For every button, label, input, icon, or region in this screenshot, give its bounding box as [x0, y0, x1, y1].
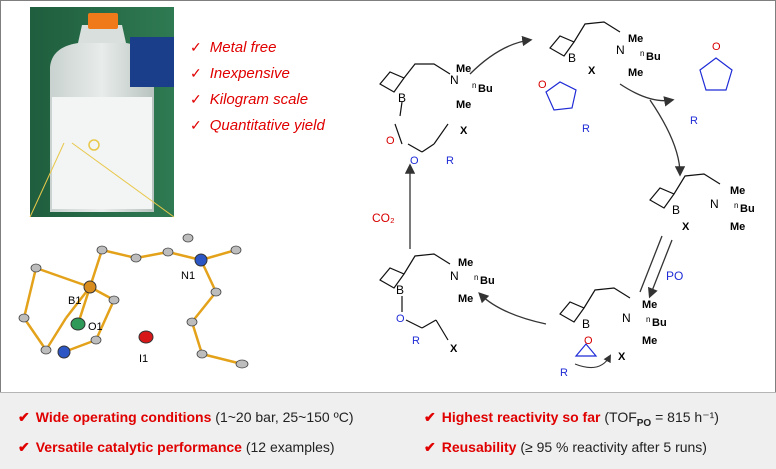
svg-text:B: B [398, 91, 406, 105]
svg-text:Me: Me [628, 33, 643, 45]
svg-text:N: N [616, 43, 625, 57]
svg-text:B: B [582, 317, 590, 331]
svg-text:n: n [472, 81, 476, 90]
svg-text:X: X [618, 351, 626, 363]
check-icon: ✓ [190, 65, 202, 81]
svg-text:Me: Me [730, 185, 745, 197]
svg-text:X: X [450, 343, 458, 355]
feature-item: ✓Inexpensive [190, 65, 290, 82]
svg-text:Me: Me [456, 63, 471, 75]
check-icon: ✓ [190, 39, 202, 55]
svg-text:Bu: Bu [480, 275, 495, 287]
svg-text:N: N [622, 311, 631, 325]
atom-label-n1: N1 [181, 270, 195, 282]
svg-text:N: N [450, 73, 459, 87]
crystal-structure: B1 O1 N1 I1 [18, 233, 249, 369]
arrow-right [649, 99, 686, 177]
svg-text:B: B [396, 283, 404, 297]
feature-list: ✓Metal free ✓Inexpensive ✓Kilogram scale… [190, 36, 325, 140]
svg-text:Me: Me [642, 335, 657, 347]
svg-text:N: N [450, 269, 459, 283]
svg-text:R: R [446, 155, 454, 167]
svg-text:B: B [672, 203, 680, 217]
svg-text:n: n [646, 315, 650, 324]
svg-text:R: R [690, 115, 698, 127]
svg-text:Me: Me [456, 99, 471, 111]
highlights-panel: ✔Wide operating conditions (1~20 bar, 25… [0, 392, 776, 469]
svg-text:Me: Me [628, 67, 643, 79]
highlight-item: ✔Versatile catalytic performance (12 exa… [18, 439, 335, 455]
atom-label-i1: I1 [139, 353, 148, 365]
arrow-po-down [648, 239, 673, 299]
po-label: PO [666, 269, 683, 283]
svg-text:Bu: Bu [740, 203, 755, 215]
atom-label-b1: B1 [68, 295, 81, 307]
svg-text:Me: Me [458, 293, 473, 305]
feature-item: ✓Metal free [190, 39, 277, 56]
svg-text:n: n [640, 49, 644, 58]
svg-text:Me: Me [458, 257, 473, 269]
svg-text:O: O [410, 155, 419, 167]
highlight-item: ✔Wide operating conditions (1~20 bar, 25… [18, 409, 354, 425]
svg-text:n: n [734, 201, 738, 210]
svg-text:O: O [396, 313, 405, 325]
atom-label-o1: O1 [88, 321, 103, 333]
feature-item: ✓Kilogram scale [190, 91, 309, 108]
highlight-item: ✔Reusability (≥ 95 % reactivity after 5 … [424, 439, 707, 455]
arrow-top [469, 35, 533, 75]
svg-text:B: B [568, 51, 576, 65]
catalytic-cycle: B N Me n Bu Me O O X R B N Me n Bu Me X … [372, 21, 755, 379]
check-icon: ✓ [190, 117, 202, 133]
feature-item: ✓Quantitative yield [190, 117, 325, 134]
bottle-photo [30, 7, 174, 217]
svg-text:O: O [386, 135, 395, 147]
svg-text:O: O [584, 335, 593, 347]
svg-text:Me: Me [730, 221, 745, 233]
arrow-bottom [478, 292, 547, 325]
svg-text:Bu: Bu [478, 83, 493, 95]
svg-text:R: R [560, 367, 568, 379]
svg-text:X: X [460, 125, 468, 137]
svg-text:R: R [412, 335, 420, 347]
svg-text:X: X [682, 221, 690, 233]
svg-text:R: R [582, 123, 590, 135]
svg-text:Me: Me [642, 299, 657, 311]
svg-text:Bu: Bu [646, 51, 661, 63]
svg-text:N: N [710, 197, 719, 211]
svg-text:n: n [474, 273, 478, 282]
highlight-item: ✔Highest reactivity so far (TOFPO = 815 … [424, 409, 719, 429]
svg-text:O: O [712, 41, 721, 53]
svg-text:X: X [588, 65, 596, 77]
co2-label: CO₂ [372, 211, 395, 225]
check-icon: ✓ [190, 91, 202, 107]
svg-text:O: O [538, 79, 547, 91]
svg-text:Bu: Bu [652, 317, 667, 329]
